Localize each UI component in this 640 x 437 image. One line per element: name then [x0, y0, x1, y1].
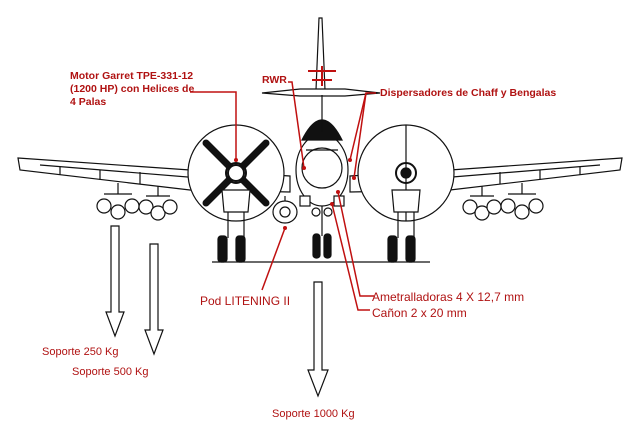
right-engine [357, 124, 455, 222]
arrow-500 [144, 243, 164, 356]
arrow-250 [105, 225, 125, 338]
support-250-label: Soporte 250 Kg [42, 346, 119, 358]
left-main-gear [217, 212, 246, 263]
engine-leader [190, 91, 237, 160]
support-1000-label: Soporte 1000 Kg [272, 408, 355, 420]
chaff-label: Dispersadores de Chaff y Bengalas [380, 87, 557, 99]
engine-label: Motor Garret TPE-331-12 (1200 HP) con He… [70, 70, 194, 109]
fuselage [295, 95, 349, 207]
engine-label-line3: 4 Palas [70, 96, 107, 109]
rwr-label: RWR [262, 74, 287, 86]
cannon-label: Cañon 2 x 20 mm [372, 306, 467, 320]
arrow-1000 [307, 281, 329, 398]
rwr-leader [288, 81, 305, 169]
mg-leader [337, 191, 374, 297]
right-main-gear [387, 212, 416, 263]
cannon-leader [331, 203, 370, 311]
horizontal-stabilizer [261, 88, 381, 97]
chaff-leader-2 [353, 92, 367, 179]
leader-dots [234, 158, 356, 230]
engine-label-line1: Motor Garret TPE-331-12 [70, 70, 194, 82]
nose-gear [312, 206, 332, 259]
gun-pods [299, 195, 345, 217]
left-underwing-stores [96, 183, 178, 221]
support-500-label: Soporte 500 Kg [72, 366, 149, 378]
machine-gun-label: Ametralladoras 4 X 12,7 mm [372, 290, 525, 304]
load-arrows [105, 225, 329, 398]
rwr-marks [308, 66, 336, 86]
pod-label: Pod LITENING II [200, 294, 291, 308]
engine-label-line2: (1200 HP) con Helices de [70, 83, 195, 96]
leader-lines [190, 81, 376, 311]
pod-leader [261, 227, 286, 291]
litening-pod [272, 196, 298, 224]
right-underwing-stores [462, 183, 544, 221]
